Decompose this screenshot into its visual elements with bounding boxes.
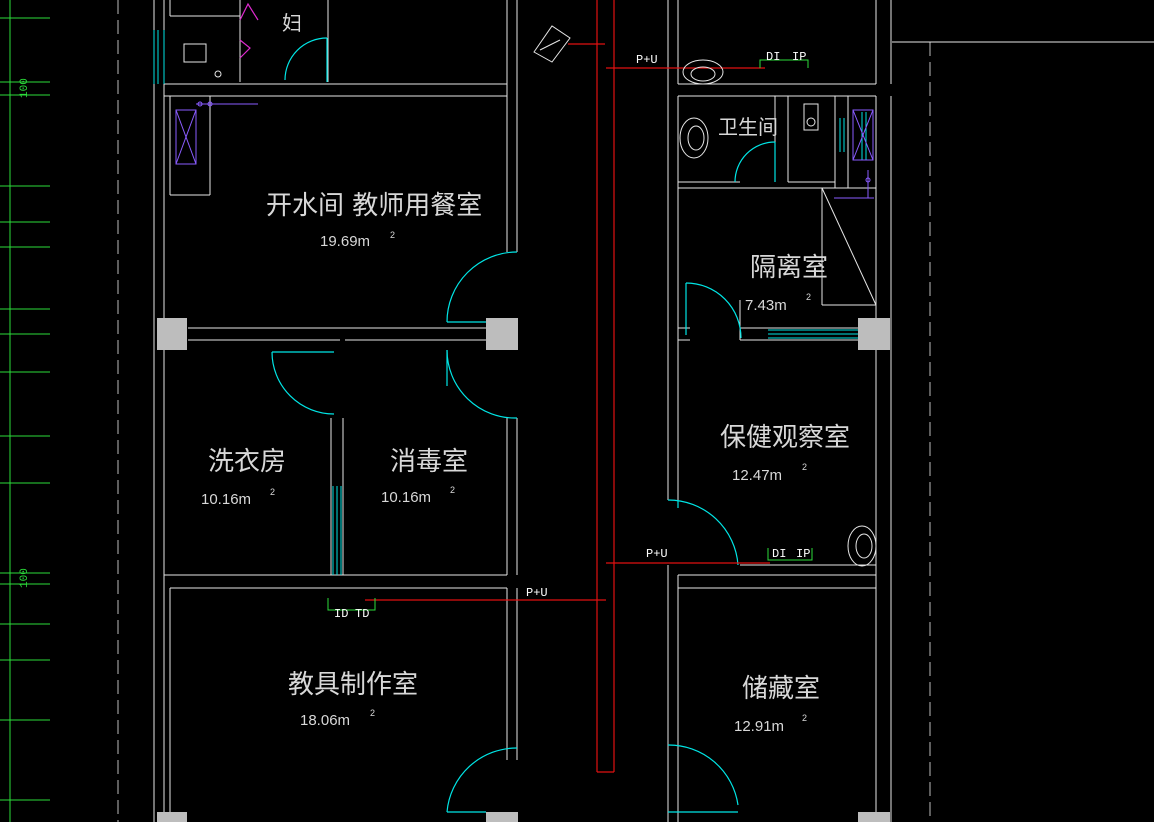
pipe-tag: P+U: [646, 547, 668, 561]
fixture-label: IP: [796, 547, 810, 561]
fixture-taps: [327, 59, 813, 611]
room-name: 妇: [282, 11, 302, 35]
room-area: 7.43m: [745, 297, 787, 314]
fixture-label: DI: [766, 50, 780, 64]
room-name: 消毒室: [390, 447, 468, 477]
walls-left: [153, 0, 518, 822]
pipe-tag: P+U: [636, 53, 658, 67]
room-name: 隔离室: [750, 253, 828, 283]
room-area: 10.16m: [201, 491, 251, 508]
area-unit: 2: [806, 292, 811, 302]
dimension-ruler: [0, 0, 50, 822]
fixture-label: ID: [334, 607, 348, 621]
fixture-label: DI: [772, 547, 786, 561]
dimension-label: 100: [19, 78, 31, 98]
structural-columns: [157, 318, 890, 822]
room-area: 19.69m: [320, 233, 370, 250]
water-heater-icon: [175, 101, 258, 165]
area-unit: 2: [370, 708, 375, 718]
room-name: 保健观察室: [720, 423, 850, 453]
room-name: 教具制作室: [288, 670, 418, 700]
room-area: 18.06m: [300, 712, 350, 729]
walls-right: [667, 0, 892, 822]
room-area: 12.91m: [734, 718, 784, 735]
bifold-door: [239, 2, 259, 59]
room-area: 12.47m: [732, 467, 782, 484]
toilet-fixture-icon: [183, 43, 222, 78]
water-heater-icon: [834, 109, 874, 199]
area-unit: 2: [270, 487, 275, 497]
area-unit: 2: [390, 230, 395, 240]
axis-lines: [117, 0, 931, 822]
room-name: 开水间 教师用餐室: [266, 191, 482, 221]
fixture-label: TD: [355, 607, 369, 621]
room-area: 10.16m: [381, 489, 431, 506]
room-name: 卫生间: [718, 115, 778, 139]
toilet-fixture-icon: [803, 103, 819, 131]
dimension-label: 100: [19, 568, 31, 588]
area-unit: 2: [802, 462, 807, 472]
fixture-label: IP: [792, 50, 806, 64]
sink-icon: [682, 59, 724, 85]
windows: [153, 30, 867, 575]
sink-icon: [679, 117, 709, 159]
pipe-lines: [365, 0, 770, 773]
area-unit: 2: [802, 713, 807, 723]
area-unit: 2: [450, 485, 455, 495]
pipe-tag: P+U: [526, 586, 548, 600]
sink-icon: [847, 525, 877, 567]
drain-fixture-icon: [533, 25, 571, 63]
room-name: 洗衣房: [208, 447, 286, 477]
doors: [271, 37, 776, 813]
room-name: 储藏室: [742, 674, 820, 704]
